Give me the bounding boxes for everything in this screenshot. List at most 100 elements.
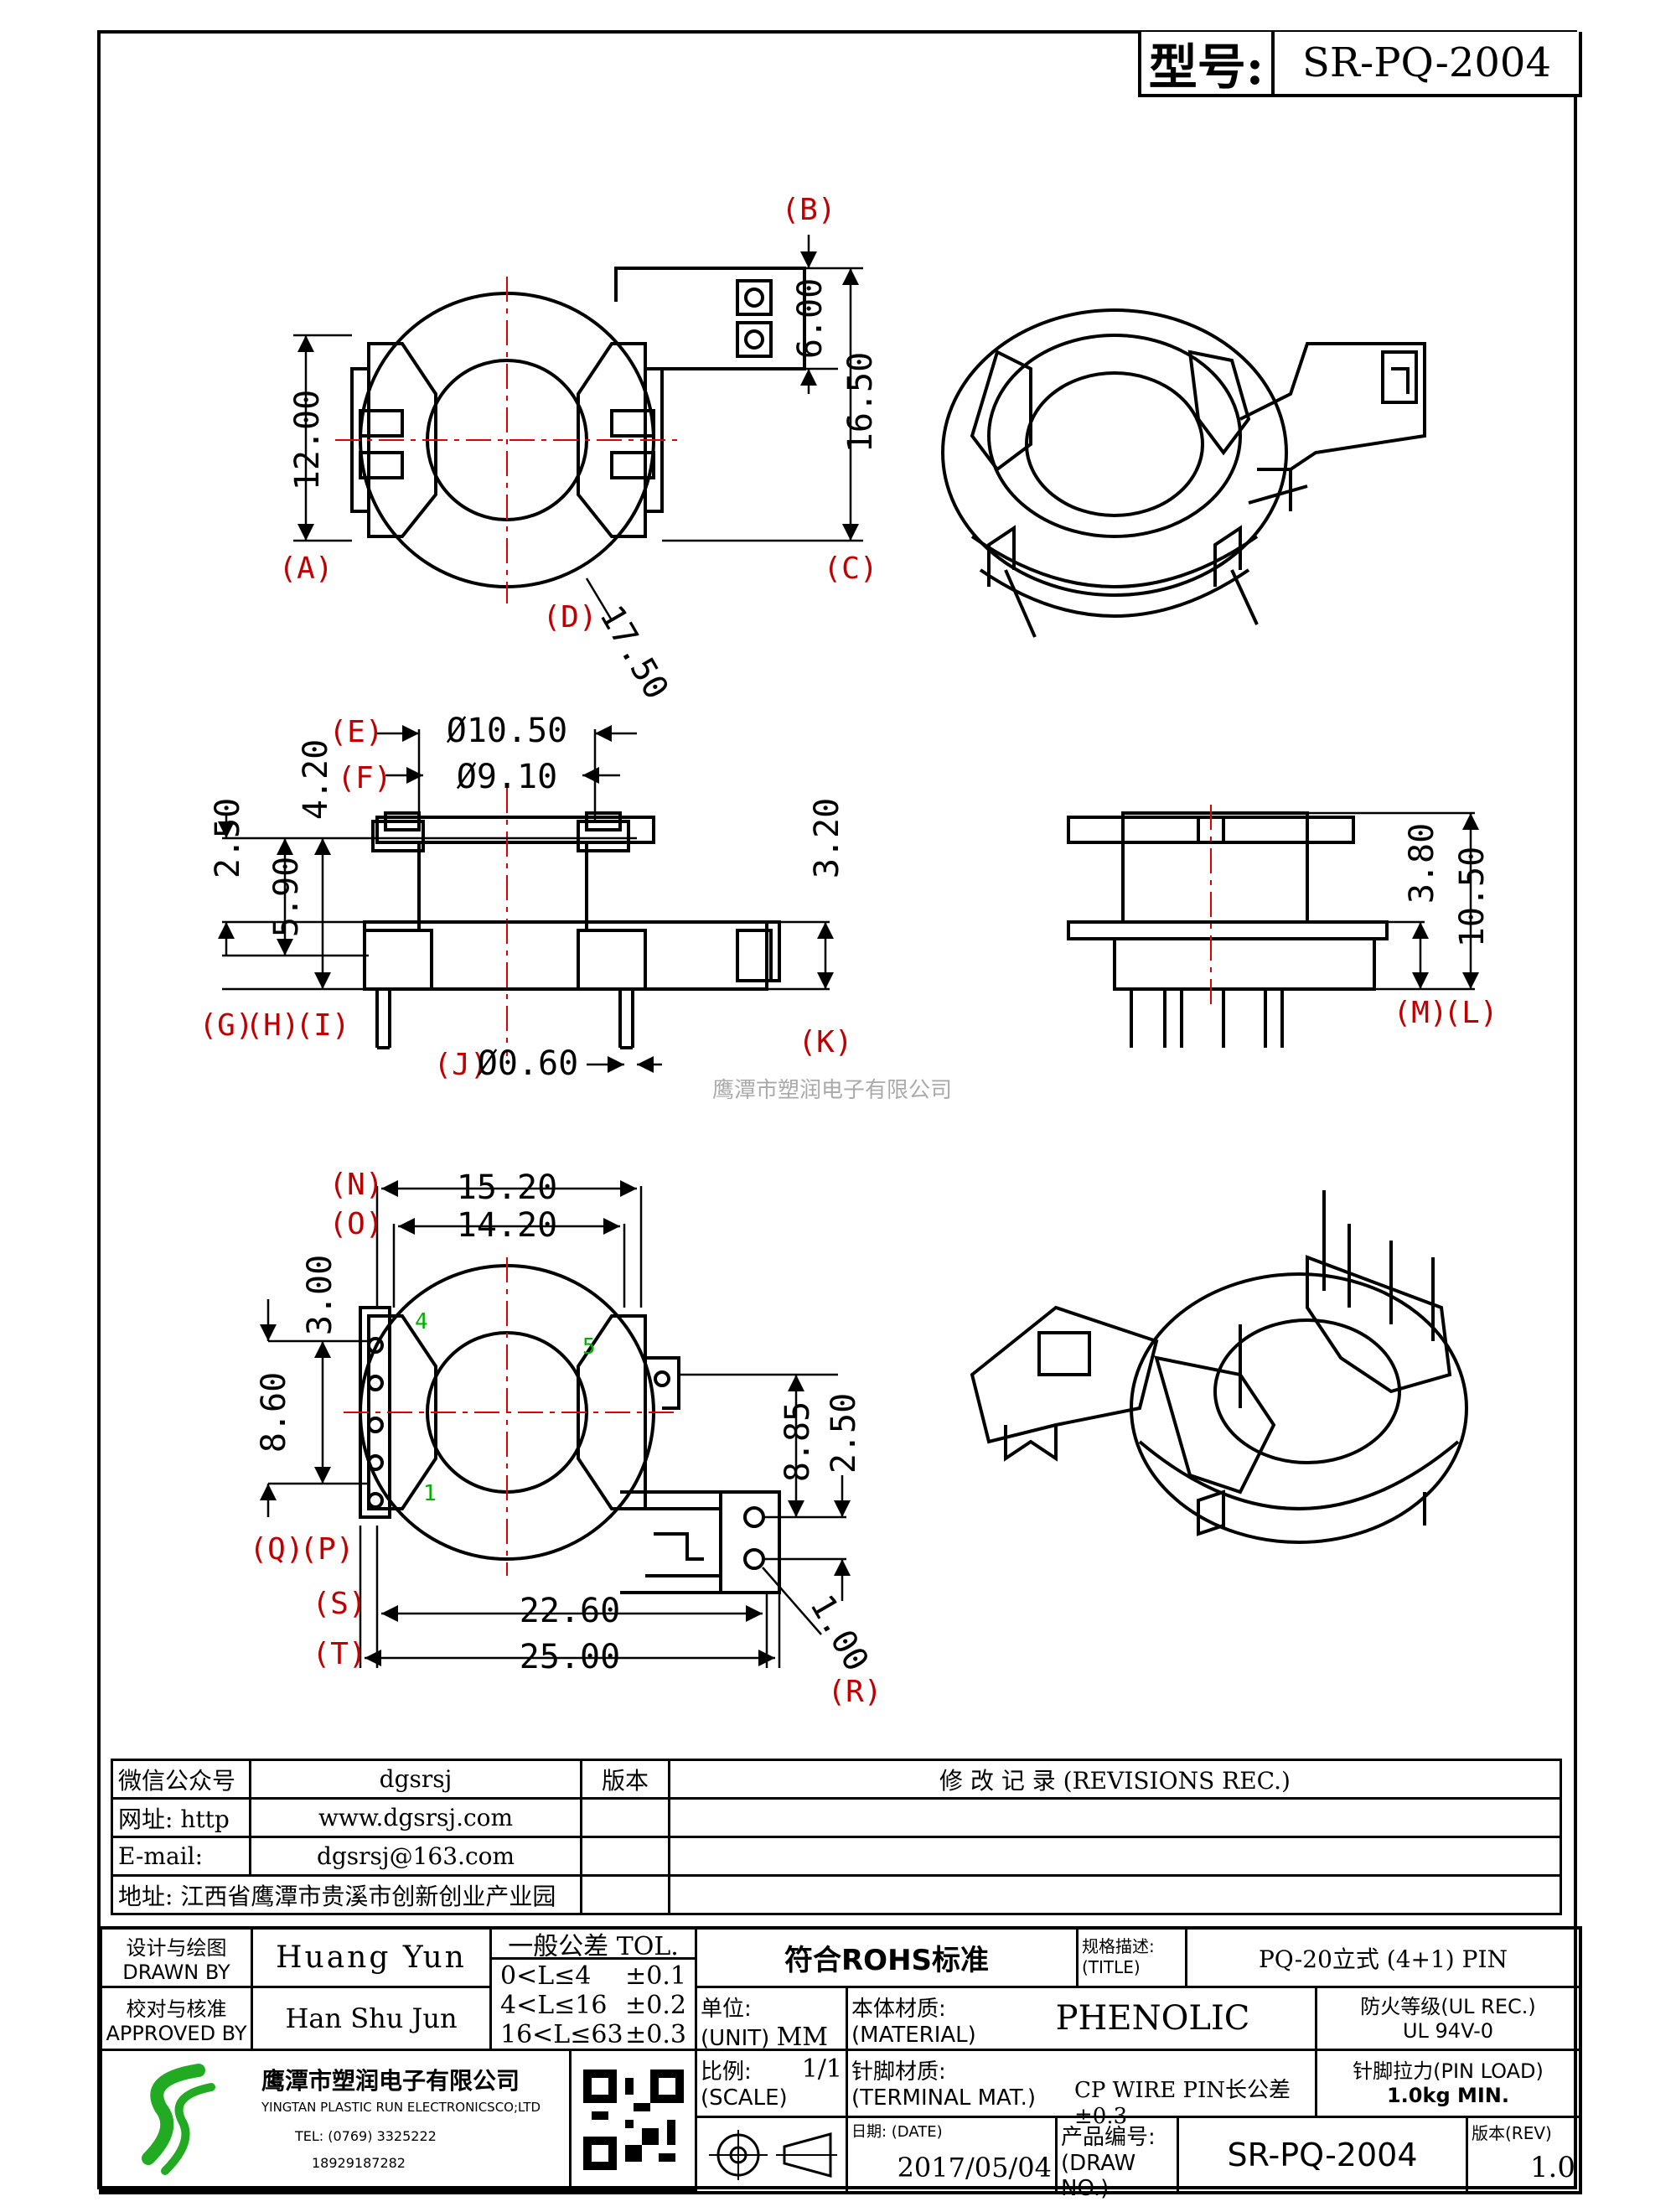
revision-cell: [668, 1797, 1562, 1838]
fire-rating-label: 防火等级(UL REC.): [1360, 1995, 1536, 2018]
dim-label-L: (L): [1443, 996, 1498, 1030]
dim-dia-0-60: Ø0.60: [478, 1044, 578, 1083]
pin-load-value: 1.0kg MIN.: [1386, 2084, 1510, 2107]
revision-cell: [580, 1836, 670, 1877]
dim-2-50-bottom: 2.50: [825, 1393, 863, 1474]
web-label: 网址: http: [111, 1797, 251, 1838]
dim-label-N: (N): [328, 1168, 383, 1202]
pin-load-label: 针脚拉力(PIN LOAD): [1353, 2059, 1544, 2083]
dim-17-50: 17.50: [592, 599, 675, 706]
revision-cell: [668, 1874, 1562, 1915]
date-value: 2017/05/04: [897, 2152, 1052, 2184]
scale-label-en: (SCALE): [701, 2085, 788, 2111]
contact-revisions-table: 微信公众号 dgsrsj 版本 修 改 记 录 (REVISIONS REC.)…: [111, 1759, 1562, 1915]
model-label: 型号:: [1141, 32, 1275, 96]
qr-code-icon: [582, 2070, 684, 2170]
pin-number-5: 5: [582, 1334, 596, 1360]
approved-by-label-en: APPROVED BY: [106, 2021, 247, 2045]
dim-1-00: 1.00: [802, 1588, 876, 1677]
projection-icon: [708, 2129, 837, 2180]
dim-label-O: (O): [328, 1207, 383, 1241]
title-value: PQ-20立式 (4+1) PIN: [1187, 1930, 1579, 1988]
fire-rating: 防火等级(UL REC.) UL 94V-0: [1317, 1988, 1579, 2051]
top-view: [350, 267, 806, 588]
company-watermark: 鹰潭市塑润电子有限公司: [712, 1078, 953, 1103]
dim-label-T: (T): [312, 1637, 366, 1671]
draw-no-label: 产品编号: (DRAW NO.): [1058, 2118, 1179, 2201]
material-label: 本体材质: (MATERIAL): [848, 1988, 991, 2051]
date-label: 日期: (DATE): [851, 2123, 943, 2141]
revision-cell: [668, 1836, 1562, 1877]
dim-dia-9-10: Ø9.10: [457, 758, 557, 796]
company-tel: TEL: (0769) 3325222: [295, 2128, 437, 2144]
drawn-by-label-en: DRAWN BY: [122, 1961, 230, 1984]
tol-value: ±0.3: [625, 2020, 686, 2049]
pin-number-4: 4: [415, 1309, 428, 1334]
title-label: 规格描述: (TITLE): [1079, 1930, 1187, 1988]
tol-row: 4<L≤16 ±0.2: [500, 1991, 686, 2020]
tolerance-table: 0<L≤4 ±0.1 4<L≤16 ±0.2 16<L≤63±0.3: [492, 1960, 697, 2051]
draw-no-label-cn: 产品编号:: [1061, 2125, 1156, 2150]
material-value: PHENOLIC: [991, 1988, 1317, 2051]
terminal-label-en: (TERMINAL MAT.): [851, 2085, 1037, 2111]
scale-value: 1/1: [801, 2054, 842, 2084]
dim-14-20: 14.20: [457, 1206, 557, 1245]
drawn-by-label-cn: 设计与绘图: [126, 1936, 227, 1960]
company-name-cn: 鹰潭市塑润电子有限公司: [261, 2067, 520, 2095]
front-view: [1067, 811, 1389, 1048]
web-value: www.dgsrsj.com: [249, 1797, 582, 1838]
terminal-field: 针脚材质: (TERMINAL MAT.) CP WIRE PIN长公差±0.3: [848, 2051, 1317, 2129]
pin-number-1: 1: [423, 1481, 437, 1506]
drawn-by-value: Huang Yun: [253, 1930, 492, 1988]
wechat-label: 微信公众号: [111, 1759, 251, 1800]
tol-value: ±0.1: [625, 1961, 686, 1991]
dim-12-00: 12.00: [288, 390, 327, 490]
dim-label-F: (F): [337, 761, 391, 795]
material-label-en: (MATERIAL): [851, 2023, 976, 2048]
unit-label-cn: 单位:: [701, 1997, 752, 2022]
pin-load: 针脚拉力(PIN LOAD) 1.0kg MIN.: [1317, 2051, 1579, 2118]
dim-label-E: (E): [328, 715, 383, 749]
dim-label-B: (B): [781, 193, 835, 227]
revision-value: 1.0: [1529, 2151, 1575, 2184]
sheet-border: [97, 30, 1577, 2189]
company-mobile: 18929187282: [312, 2155, 406, 2171]
tol-range: 4<L≤16: [500, 1991, 608, 2020]
dim-label-H: (H): [245, 1008, 299, 1043]
dim-label-P: (P): [299, 1532, 354, 1567]
terminal-value: CP WIRE PIN长公差±0.3: [1074, 2078, 1291, 2129]
dim-label-D: (D): [542, 600, 597, 635]
isometric-view-bottom: [970, 1190, 1468, 1544]
dim-25-00: 25.00: [520, 1638, 620, 1676]
dim-22-60: 22.60: [520, 1592, 620, 1630]
model-number-box: 型号: SR-PQ-2004: [1138, 32, 1582, 97]
tolerance-title: 一般公差 TOL.: [492, 1930, 697, 1961]
dim-label-R: (R): [827, 1675, 882, 1709]
company-logo-icon: [142, 2064, 215, 2175]
dim-label-S: (S): [312, 1587, 366, 1621]
company-name-en: YINGTAN PLASTIC RUN ELECTRONICSCO;LTD: [261, 2100, 541, 2115]
unit-field: 单位: (UNIT) MM: [697, 1988, 848, 2052]
revisions-label: 修 改 记 录 (REVISIONS REC.): [668, 1759, 1562, 1800]
dim-2-50: 2.50: [209, 798, 247, 878]
dim-15-20: 15.20: [457, 1168, 557, 1207]
dim-5-90: 5.90: [267, 857, 306, 937]
tol-range: 0<L≤4: [500, 1961, 592, 1991]
tol-row: 16<L≤63±0.3: [500, 2020, 686, 2049]
dim-label-I: (I): [295, 1008, 349, 1043]
tol-value: ±0.2: [625, 1991, 686, 2020]
email-label: E-mail:: [111, 1836, 251, 1877]
scale-label-cn: 比例:: [701, 2059, 752, 2085]
title-label-cn: 规格描述:: [1082, 1936, 1155, 1956]
scale-field: 比例: 1/1 (SCALE): [697, 2051, 848, 2118]
revision-cell: [580, 1797, 670, 1838]
fire-rating-value: UL 94V-0: [1402, 2019, 1494, 2043]
dim-label-J: (J): [433, 1048, 488, 1082]
draw-no-value: SR-PQ-2004: [1179, 2118, 1468, 2191]
material-label-cn: 本体材质:: [851, 1997, 946, 2022]
title-block: 设计与绘图 DRAWN BY Huang Yun 校对与核准 APPROVED …: [99, 1926, 1582, 2201]
title-label-en: (TITLE): [1082, 1957, 1141, 1977]
approved-by-label-cn: 校对与核准: [126, 1997, 227, 2021]
